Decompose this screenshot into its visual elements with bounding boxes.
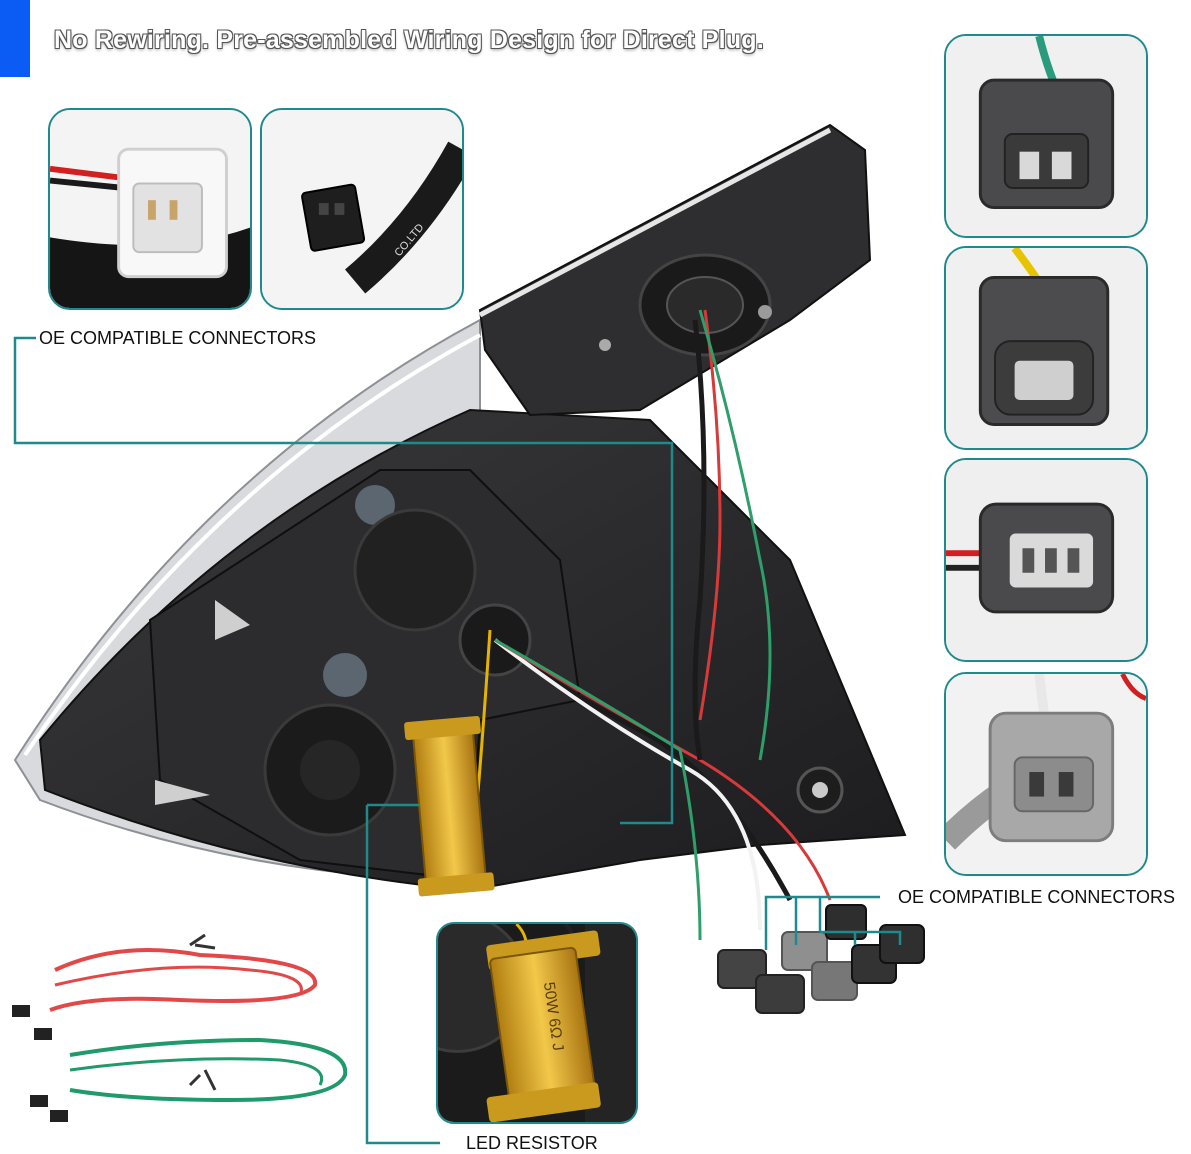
inset-connector-grey xyxy=(944,672,1148,876)
accent-bar xyxy=(0,0,30,77)
headline: No Rewiring. Pre-assembled Wiring Design… xyxy=(54,26,764,54)
label-oe-connectors-left: OE COMPATIBLE CONNECTORS xyxy=(36,328,320,349)
inset-white-connector xyxy=(48,108,252,310)
inset-connector-yellow-wire xyxy=(944,246,1148,450)
label-oe-connectors-right: OE COMPATIBLE CONNECTORS xyxy=(895,887,1179,908)
inset-connector-green-wire xyxy=(944,34,1148,238)
inset-black-connector: CO.LTD xyxy=(260,108,464,310)
inset-led-resistor: 50W 6Ω J xyxy=(436,922,638,1124)
label-led-resistor: LED RESISTOR xyxy=(463,1133,601,1154)
inset-connector-red-wire xyxy=(944,458,1148,662)
